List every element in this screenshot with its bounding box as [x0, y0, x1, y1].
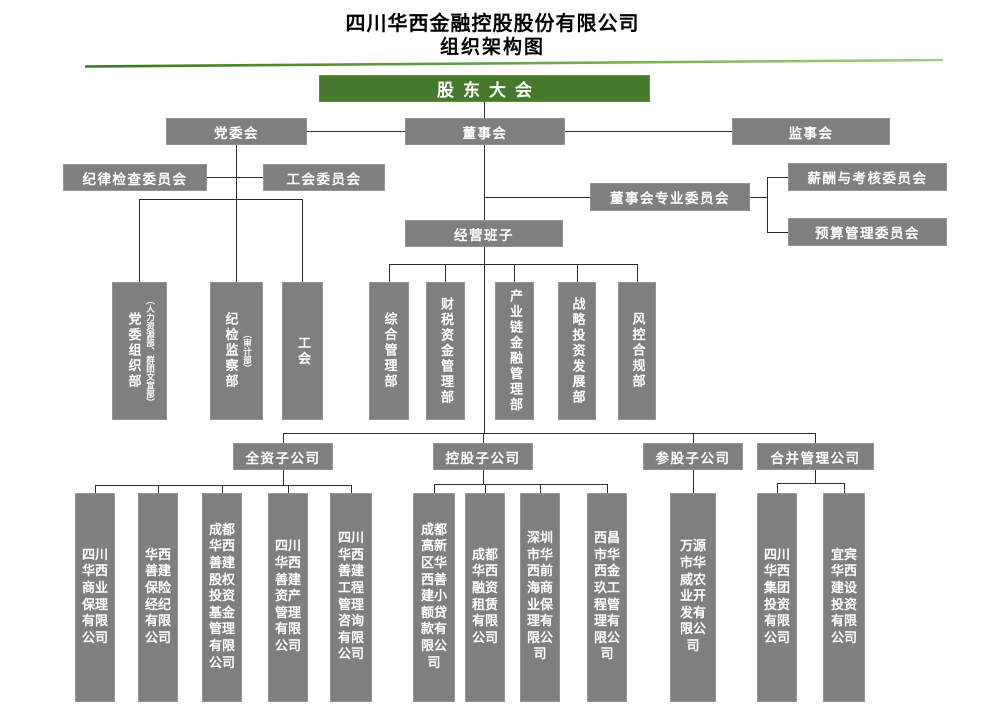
node-discipline-inspection-committee: 纪律检查委员会	[63, 164, 207, 191]
node-discipline-supervision-dept: 纪检监察部 （审计部）	[210, 282, 263, 420]
node-company: 四川华西善建工程管理咨询有限公司	[330, 493, 372, 702]
dept-label: 党委组织部	[125, 312, 141, 390]
node-general-management-dept: 综合管理部	[369, 282, 409, 420]
node-company: 成都高新区华西善建小额贷款有限公司	[413, 493, 455, 702]
node-company: 四川华西善建资产管理有限公司	[268, 493, 308, 702]
node-remuneration-assessment-committee: 薪酬与考核委员会	[788, 163, 947, 191]
dept-note: （审计部）	[241, 329, 252, 373]
dept-label: 战略投资发展部	[569, 296, 585, 406]
node-finance-tax-funds-dept: 财税资金管理部	[426, 282, 465, 420]
node-industry-chain-finance-dept: 产业链金融管理部	[495, 282, 534, 420]
node-budget-management-committee: 预算管理委员会	[788, 218, 947, 246]
dept-label: 综合管理部	[381, 312, 397, 390]
node-company: 深圳市华西前海商业保理有限公司	[520, 493, 560, 702]
green-rule	[84, 58, 944, 68]
node-company: 宜宾华西建设投资有限公司	[823, 493, 865, 702]
node-party-organization-dept: 党委组织部 （人力资源部、群团文宣部）	[112, 282, 167, 420]
node-group-holding: 控股子公司	[433, 443, 533, 470]
node-group-merged-management: 合并管理公司	[757, 443, 874, 470]
chart-title: 四川华西金融控股股份有限公司	[345, 11, 640, 35]
node-board-special-committees: 董事会专业委员会	[590, 183, 750, 211]
node-company: 华西善建保险经纪有限公司	[138, 493, 178, 702]
node-board-of-directors: 董事会	[405, 118, 565, 145]
dept-label: 风控合规部	[629, 312, 645, 390]
node-group-participating: 参股子公司	[643, 443, 743, 470]
dept-label: 纪检监察部	[222, 312, 238, 390]
node-labor-union-committee: 工会委员会	[263, 164, 385, 191]
chart-subtitle: 组织架构图	[439, 36, 545, 58]
dept-label: 财税资金管理部	[438, 296, 453, 406]
node-company: 四川华西集团投资有限公司	[757, 493, 797, 702]
node-shareholders-meeting: 股东大会	[319, 75, 650, 102]
dept-label: 产业链金融管理部	[507, 289, 522, 413]
node-labor-union: 工会	[282, 282, 323, 420]
dept-note: （人力资源部、群团文宣部）	[144, 295, 155, 407]
node-company: 万源市华威农业开发有限公司	[670, 493, 716, 702]
node-company: 西昌市华西金玖工程管理有限公司	[587, 493, 627, 702]
node-supervisory-board: 监事会	[732, 118, 890, 145]
dept-label: 工会	[295, 335, 310, 367]
node-strategic-investment-dept: 战略投资发展部	[558, 282, 596, 420]
node-company: 成都华西融资租赁有限公司	[465, 493, 505, 702]
node-company: 成都华西善建股权投资基金管理有限公司	[202, 493, 242, 702]
node-party-committee: 党委会	[166, 118, 307, 145]
node-company: 四川华西商业保理有限公司	[75, 493, 115, 702]
node-management-team: 经营班子	[405, 220, 563, 247]
node-group-wholly-owned: 全资子公司	[233, 443, 333, 470]
node-risk-compliance-dept: 风控合规部	[618, 282, 656, 420]
